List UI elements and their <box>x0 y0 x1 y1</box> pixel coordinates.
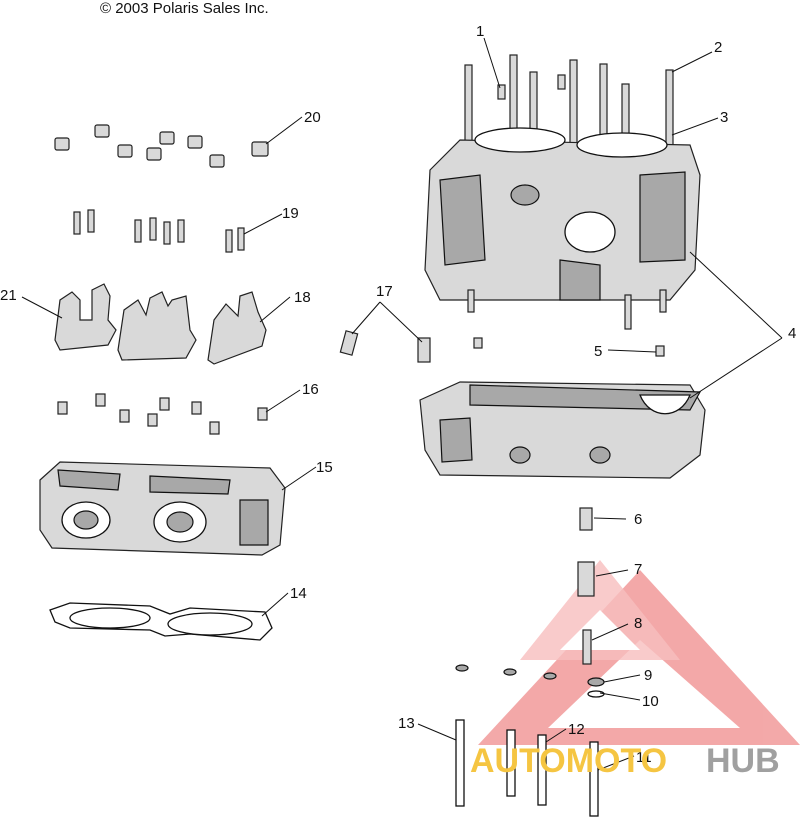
part-18-21-cam-holders <box>54 283 267 365</box>
callout-5: 5 <box>594 343 602 360</box>
watermark-text: AUTOMOTO HUB <box>470 742 780 780</box>
callout-1: 1 <box>476 23 484 40</box>
callout-14: 14 <box>290 585 307 602</box>
callout-19: 19 <box>282 205 299 222</box>
callout-10: 10 <box>642 693 659 710</box>
callout-13: 13 <box>398 715 415 732</box>
callout-18: 18 <box>294 289 311 306</box>
part-14-head-gasket <box>49 602 273 641</box>
callout-9: 9 <box>644 667 652 684</box>
callout-2: 2 <box>714 39 722 56</box>
watermark-logo <box>478 560 800 745</box>
callout-7: 7 <box>634 561 642 578</box>
watermark-text-hub: HUB <box>706 742 780 780</box>
part-12-bolts <box>506 729 547 806</box>
part-6-dowel <box>579 507 593 531</box>
callout-15: 15 <box>316 459 333 476</box>
part-8-bolt <box>582 629 592 665</box>
part-20-nuts <box>54 124 269 168</box>
callout-labels: 1 2 3 4 5 6 7 8 9 10 11 12 13 14 15 16 1… <box>0 23 796 766</box>
part-1-2-studs <box>464 54 674 156</box>
part-5-dowels <box>473 337 665 357</box>
callout-16: 16 <box>302 381 319 398</box>
part-16-dowels <box>57 393 268 435</box>
callout-6: 6 <box>634 511 642 528</box>
part-15-cylinder-head <box>39 461 286 556</box>
callout-17: 17 <box>376 283 393 300</box>
watermark-triangle-mid-hole <box>560 610 640 650</box>
callout-21: 21 <box>0 287 17 304</box>
part-13-bolt <box>455 719 465 807</box>
part-10-o-ring <box>587 690 605 698</box>
watermark-triangle-inner <box>548 640 740 728</box>
part-11-bolt <box>589 741 599 817</box>
callout-3: 3 <box>720 109 728 126</box>
leader-lines <box>21 37 783 771</box>
copyright-notice: © 2003 Polaris Sales Inc. <box>100 0 269 17</box>
part-17-oil-jets <box>339 330 431 363</box>
callout-4: 4 <box>788 325 796 342</box>
part-3-upper-crankcase <box>424 127 701 301</box>
part-7-sleeve <box>577 561 595 597</box>
part-4-lower-crankcase <box>419 381 706 479</box>
callout-12: 12 <box>568 721 585 738</box>
callout-11: 11 <box>636 749 652 766</box>
callout-20: 20 <box>304 109 321 126</box>
part-19-bolts <box>73 209 245 253</box>
watermark-text-automoto: AUTOMOTO <box>470 742 667 780</box>
part-9-washers <box>455 664 605 687</box>
part-3-lower-studs <box>467 289 667 330</box>
callout-8: 8 <box>634 615 642 632</box>
